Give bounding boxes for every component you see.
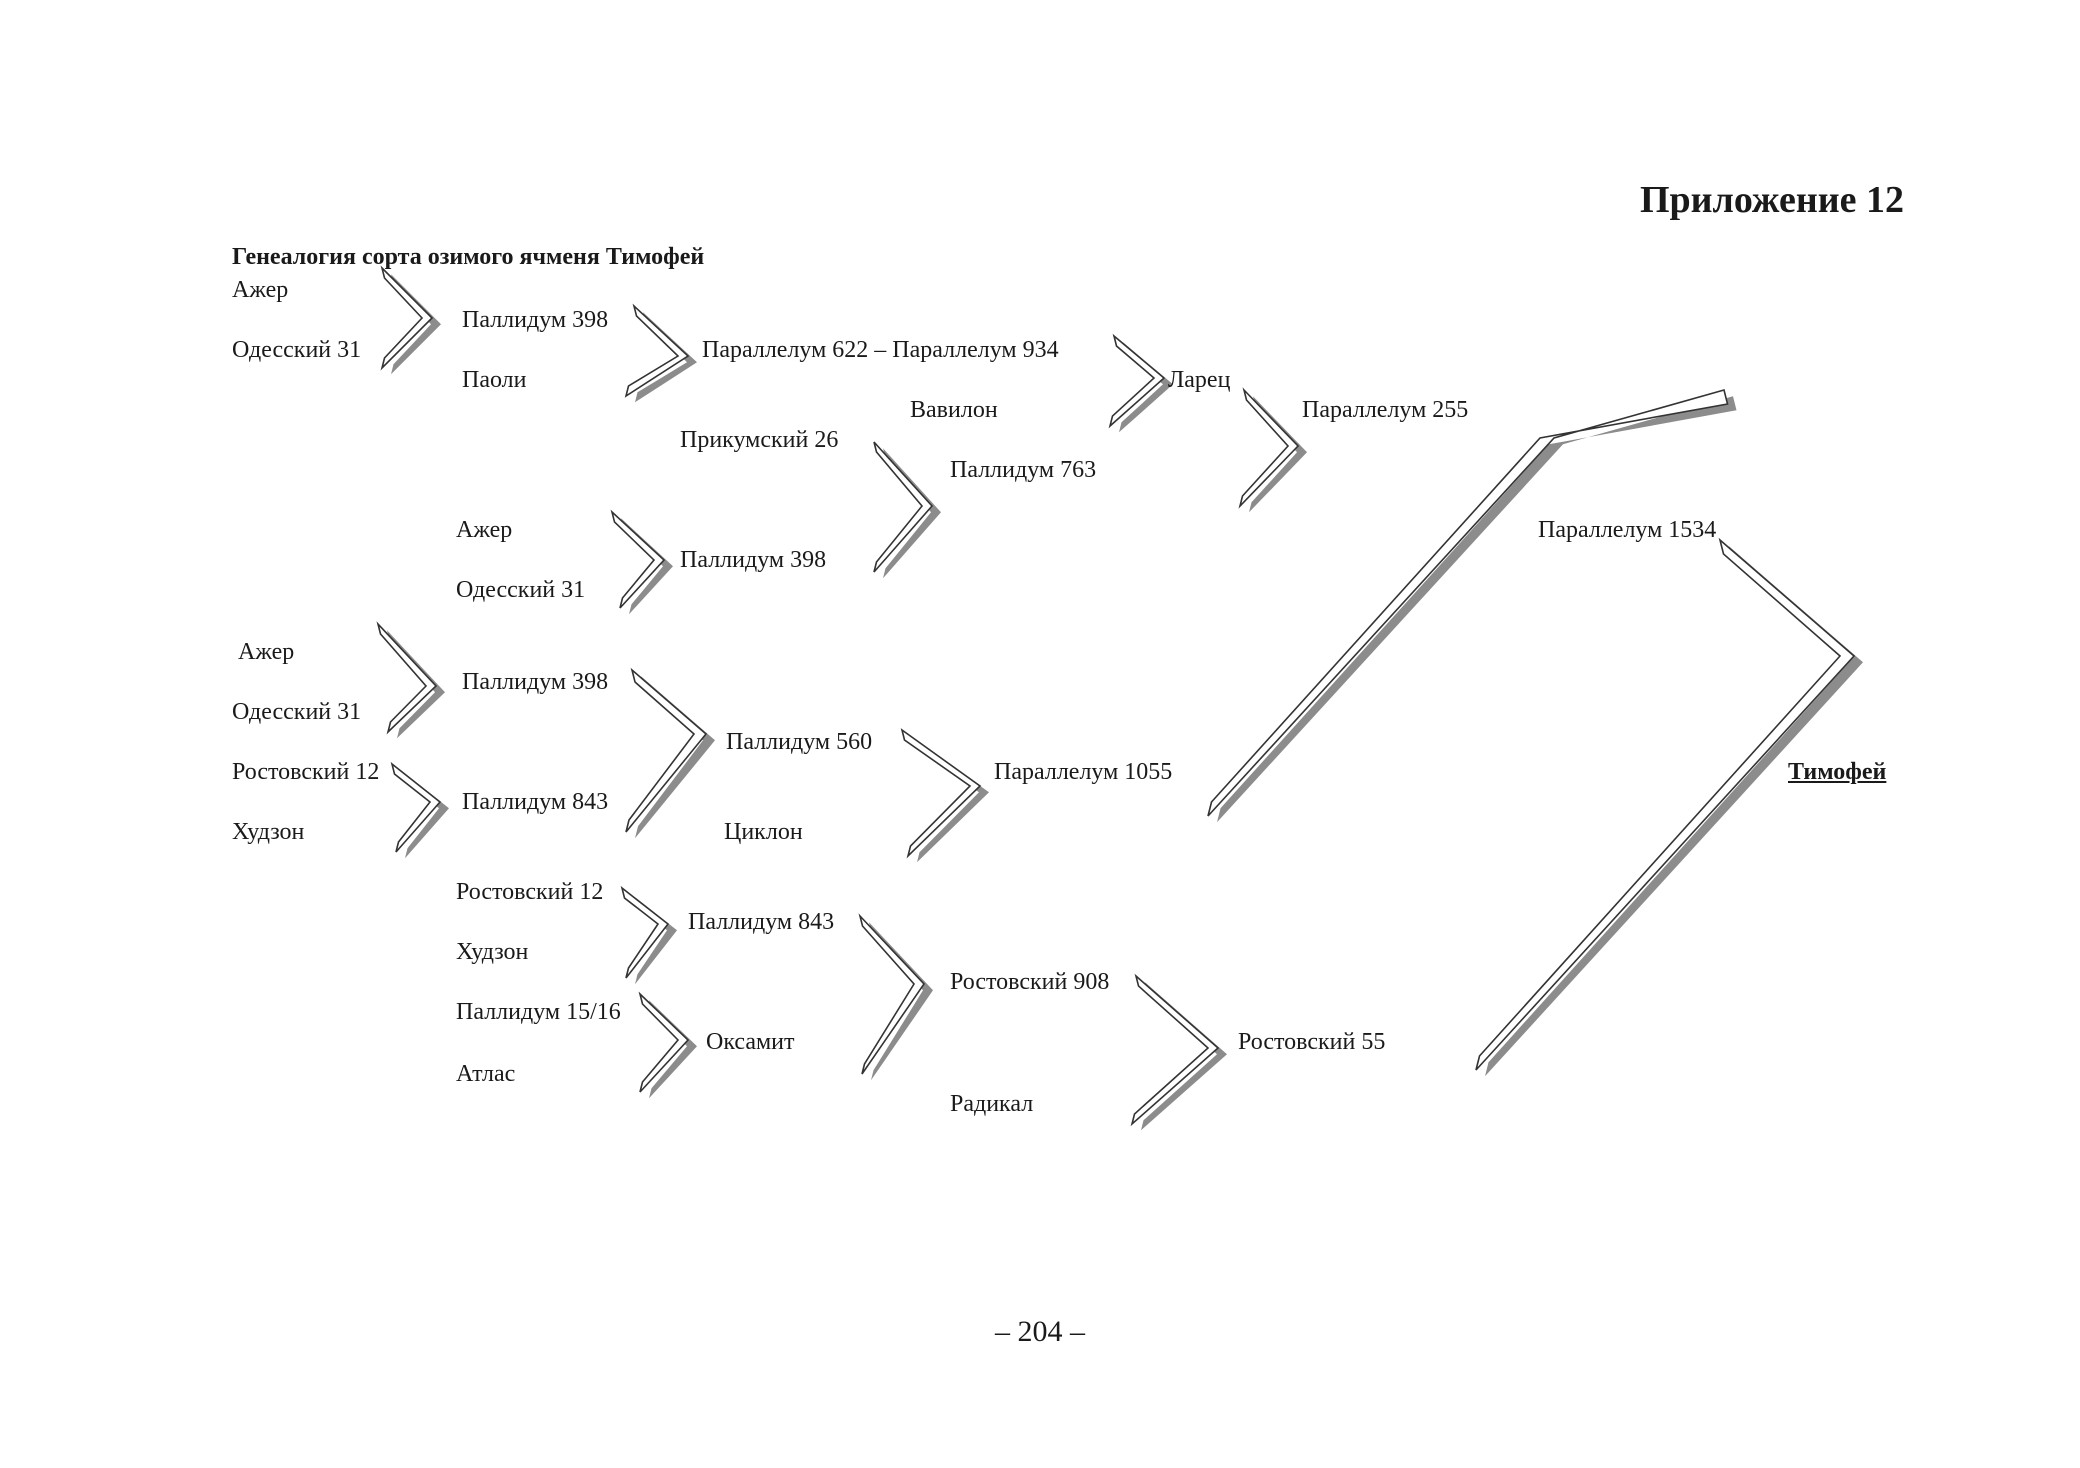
cross-chevron-11 (390, 761, 449, 859)
cross-chevron-10 (900, 728, 989, 863)
node-odesskiy31-2: Одесский 31 (456, 577, 586, 603)
node-pallidum763: Паллидум 763 (950, 457, 1097, 483)
node-pallidum398-1: Паллидум 398 (462, 307, 609, 333)
cross-chevron-3 (1108, 333, 1173, 433)
node-timofey: Тимофей (1788, 759, 1887, 785)
node-pallidum843-2: Паллидум 843 (688, 909, 835, 935)
node-larets: Ларец (1168, 367, 1231, 393)
appendix-title: Приложение 12 (1639, 179, 1904, 221)
node-azher-2: Ажер (456, 517, 513, 543)
node-khudzon-2: Худзон (456, 939, 529, 965)
cross-chevron-5 (873, 441, 941, 579)
node-odesskiy31-3: Одесский 31 (232, 699, 362, 725)
node-paoli: Паоли (462, 367, 527, 393)
node-rostovskiy908: Ростовский 908 (950, 969, 1110, 995)
node-pallidum15-16: Паллидум 15/16 (456, 999, 621, 1025)
node-vavilon: Вавилон (910, 397, 998, 423)
node-rostovskiy12-1: Ростовский 12 (232, 759, 380, 785)
node-pallidum398-3: Паллидум 398 (462, 669, 609, 695)
cross-chevron-7 (1207, 389, 1737, 823)
diagram-title: Генеалогия сорта озимого ячменя Тимофей (232, 244, 705, 270)
cross-chevron-14 (638, 991, 697, 1099)
node-tsiklon: Циклон (724, 819, 803, 845)
node-oksamit: Оксамит (706, 1029, 795, 1055)
page-number: – 204 – (995, 1315, 1085, 1348)
node-parallelum1055: Параллелум 1055 (994, 759, 1173, 785)
cross-chevron-9 (625, 667, 715, 839)
cross-chevron-13 (858, 913, 933, 1081)
node-pallidum560: Паллидум 560 (726, 729, 873, 755)
cross-chevron-15 (1130, 973, 1227, 1131)
cross-chevron-16 (1475, 537, 1863, 1077)
node-azher-3: Ажер (238, 639, 295, 665)
cross-chevron-6 (610, 509, 673, 615)
cross-chevron-2 (624, 303, 697, 403)
node-radikal: Радикал (950, 1091, 1034, 1117)
cross-chevron-4 (1238, 387, 1307, 513)
node-atlas: Атлас (456, 1061, 516, 1087)
node-odesskiy31-1: Одесский 31 (232, 337, 362, 363)
cross-chevron-8 (376, 621, 445, 739)
cross-chevron-12 (620, 885, 677, 985)
node-prikumskiy26: Прикумский 26 (680, 427, 839, 453)
node-rostovskiy12-2: Ростовский 12 (456, 879, 604, 905)
diagram-background (204, 236, 1908, 1128)
node-khudzon-1: Худзон (232, 819, 305, 845)
node-pallidum398-2: Паллидум 398 (680, 547, 827, 573)
node-rostovskiy55: Ростовский 55 (1238, 1029, 1386, 1055)
node-azher-1: Ажер (232, 277, 289, 303)
node-parallelum255: Параллелум 255 (1302, 397, 1469, 423)
node-pallidum843-1: Паллидум 843 (462, 789, 609, 815)
node-parallelum622-934: Параллелум 622 – Параллелум 934 (702, 337, 1059, 363)
node-parallelum1534: Параллелум 1534 (1538, 517, 1717, 543)
cross-chevron-1 (380, 265, 441, 375)
